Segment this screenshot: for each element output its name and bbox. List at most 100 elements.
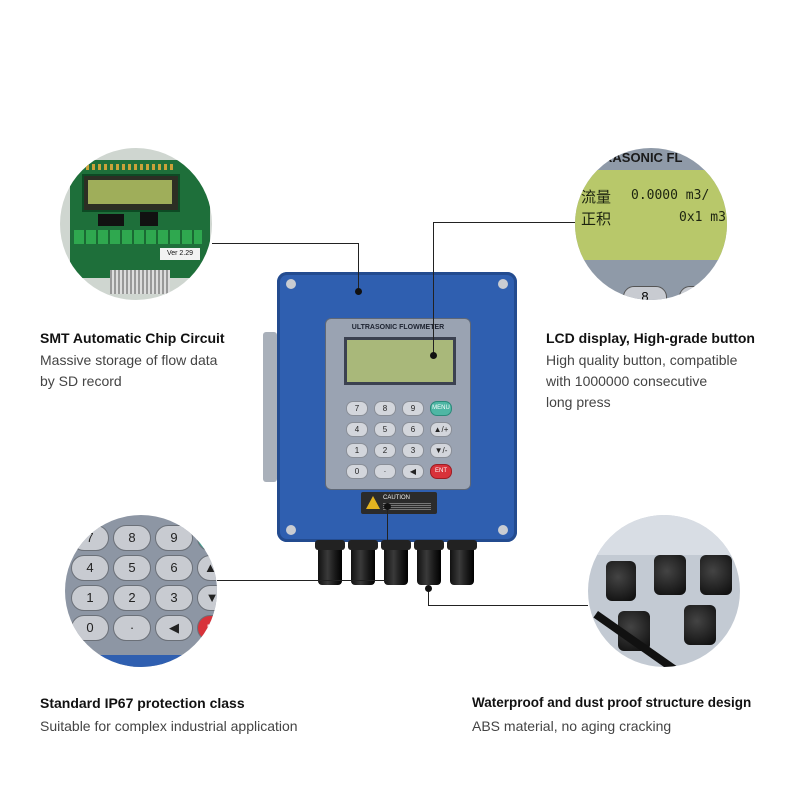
- cable-gland: [450, 545, 474, 585]
- cable-gland: [384, 545, 408, 585]
- callout-line-keypad-v: [387, 506, 388, 580]
- device-key[interactable]: 7: [346, 401, 368, 416]
- caution-text: CAUTION: [383, 495, 410, 501]
- zoom-key: ◀: [155, 615, 193, 641]
- lcd-zoom-key: 8: [623, 286, 667, 300]
- callout-line-keypad: [217, 580, 387, 581]
- feature-1-title: SMT Automatic Chip Circuit: [40, 330, 225, 346]
- device-key[interactable]: 6: [402, 422, 424, 437]
- panel-title: ULTRASONIC FLOWMETER: [351, 324, 445, 331]
- cable-gland: [318, 545, 342, 585]
- feature-2-desc-3: long press: [546, 394, 611, 410]
- callout-dot-pcb: [355, 288, 362, 295]
- feature-2-desc-1: High quality button, compatible: [546, 352, 738, 368]
- zoom-key: 7: [71, 525, 109, 551]
- zoom-key: 4: [71, 555, 109, 581]
- lcd-row1-value: 0.0000 m3/: [631, 188, 710, 203]
- device-key[interactable]: ENT: [430, 464, 452, 479]
- device-key[interactable]: 5: [374, 422, 396, 437]
- device-key[interactable]: 2: [374, 443, 396, 458]
- zoom-key: 0: [71, 615, 109, 641]
- callout-dot-gland: [425, 585, 432, 592]
- device-key[interactable]: ·: [374, 464, 396, 479]
- zoom-key: 3: [155, 585, 193, 611]
- cable-gland-cap: [414, 540, 444, 550]
- lcd-zoom-header: RASONIC FL: [603, 150, 683, 165]
- device-key[interactable]: 1: [346, 443, 368, 458]
- zoom-key: 2: [113, 585, 151, 611]
- keypad-zoom-housing-edge: [65, 655, 217, 667]
- feature-1-desc-1: Massive storage of flow data: [40, 352, 218, 368]
- cable-gland: [417, 545, 441, 585]
- device-key[interactable]: ◀: [402, 464, 424, 479]
- zoom-key: ENT: [197, 615, 217, 641]
- feature-2-desc-2: with 1000000 consecutive: [546, 373, 708, 389]
- cable-gland-cap: [381, 540, 411, 550]
- zoom-key: 5: [113, 555, 151, 581]
- feature-3-title: Standard IP67 protection class: [40, 695, 245, 711]
- zoom-key: 8: [113, 525, 151, 551]
- callout-line-lcd-v: [433, 222, 434, 355]
- feature-3-desc-1: Suitable for complex industrial applicat…: [40, 718, 298, 734]
- zoom-key: ▼/-: [197, 585, 217, 611]
- pcb-lcd-module: [82, 174, 180, 212]
- device-key[interactable]: 8: [374, 401, 396, 416]
- device-key[interactable]: 3: [402, 443, 424, 458]
- gland-zoom-1: [606, 561, 636, 601]
- gland-zoom-circle: [588, 515, 740, 667]
- callout-line-pcb: [212, 243, 358, 244]
- device-key[interactable]: 4: [346, 422, 368, 437]
- device-key[interactable]: ▲/+: [430, 422, 452, 437]
- callout-line-pcb-v: [358, 243, 359, 291]
- lcd-row2-label: 正积: [581, 211, 612, 228]
- pcb-version-sticker: Ver 2.29: [160, 248, 200, 260]
- pcb-header-pins: [86, 164, 176, 170]
- cable-gland-cap: [315, 540, 345, 550]
- cable-gland-cap: [447, 540, 477, 550]
- zoom-key: ▲/+: [197, 555, 217, 581]
- pcb-chips: [98, 214, 124, 226]
- callout-line-gland-v: [428, 588, 429, 605]
- gland-zoom-3: [700, 555, 732, 595]
- pcb-ribbon-cable: [110, 270, 170, 294]
- lcd-row1-label: 流量: [581, 189, 612, 206]
- callout-dot-lcd: [430, 352, 437, 359]
- pcb-connectors: [74, 230, 202, 244]
- flowmeter-side-bracket: [263, 332, 277, 482]
- feature-1-desc-2: by SD record: [40, 373, 122, 389]
- callout-dot-keypad: [384, 503, 391, 510]
- callout-line-gland: [428, 605, 588, 606]
- lcd-row2-value: 0x1 m3: [679, 210, 726, 225]
- cable-gland-cap: [348, 540, 378, 550]
- screw-tl-icon: [286, 279, 296, 289]
- zoom-key: 9: [155, 525, 193, 551]
- warning-icon: [366, 496, 380, 509]
- screw-tr-icon: [498, 279, 508, 289]
- gland-zoom-2: [654, 555, 686, 595]
- lcd-zoom-circle: RASONIC FL 流量 0.0000 m3/ 正积 0x1 m3 8: [575, 148, 727, 300]
- callout-line-lcd: [433, 222, 575, 223]
- pcb-zoom-circle: Ver 2.29: [60, 148, 212, 300]
- feature-4-desc-1: ABS material, no aging cracking: [472, 718, 672, 734]
- zoom-key: 1: [71, 585, 109, 611]
- device-key[interactable]: ▼/-: [430, 443, 452, 458]
- screw-bl-icon: [286, 525, 296, 535]
- zoom-key: ·: [113, 615, 151, 641]
- device-key[interactable]: 9: [402, 401, 424, 416]
- pcb-chips-2: [140, 212, 158, 226]
- zoom-key: 6: [155, 555, 193, 581]
- device-lcd: [344, 337, 456, 385]
- feature-4-title: Waterproof and dust proof structure desi…: [472, 695, 752, 710]
- lcd-zoom-key-2: [679, 286, 723, 300]
- device-key[interactable]: 0: [346, 464, 368, 479]
- zoom-key: MEN: [197, 525, 217, 551]
- gland-zoom-5: [684, 605, 716, 645]
- screw-br-icon: [498, 525, 508, 535]
- cable-gland: [351, 545, 375, 585]
- caution-label: CAUTION: [361, 492, 437, 514]
- feature-2-title: LCD display, High-grade button: [546, 330, 755, 346]
- device-key[interactable]: MENU: [430, 401, 452, 416]
